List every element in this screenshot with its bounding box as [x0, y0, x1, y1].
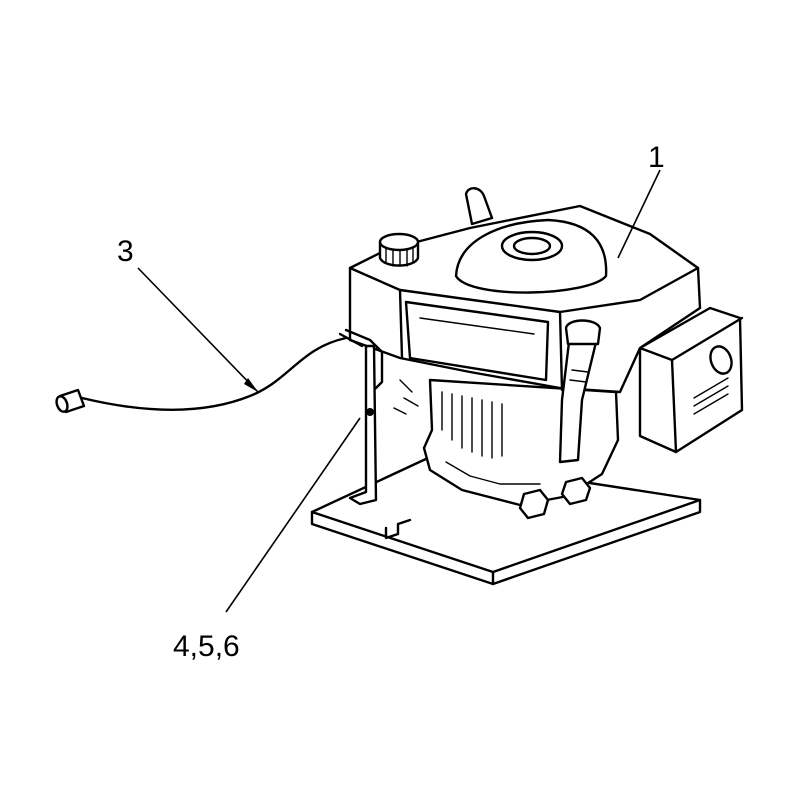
callout-label-3: 3	[117, 235, 134, 268]
engine-top-dome	[454, 218, 608, 294]
leader-line-3	[137, 267, 259, 393]
throttle-cable	[55, 336, 348, 414]
engine-shroud	[348, 204, 702, 394]
callout-label-4-5-6: 4,5,6	[173, 630, 240, 663]
leader-line-456	[225, 417, 361, 613]
leader-line-1	[617, 169, 661, 259]
dipstick-tube	[558, 319, 602, 464]
cable-bracket	[338, 328, 384, 506]
engine-muffler	[638, 306, 744, 454]
lift-tab	[464, 187, 494, 226]
oil-cap	[378, 232, 420, 267]
callout-label-1: 1	[648, 141, 665, 174]
mounting-plate	[310, 456, 702, 586]
leader-lines	[137, 169, 661, 613]
leader-arrowhead-3	[244, 378, 258, 392]
mounting-bolts	[518, 476, 592, 520]
